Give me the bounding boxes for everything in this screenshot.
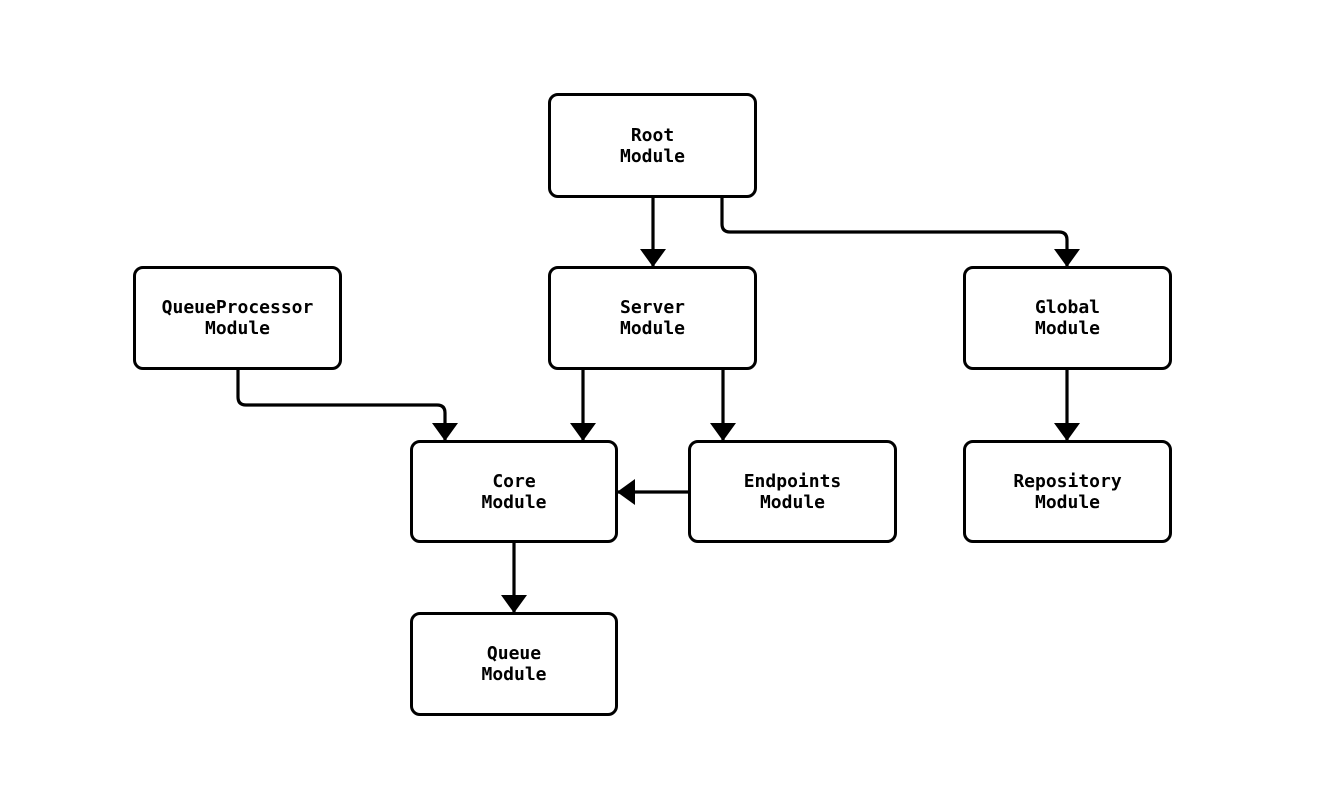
edge-root-to-global bbox=[720, 198, 1080, 267]
node-root-module-label: Root Module bbox=[619, 124, 686, 167]
node-endpoints-module: Endpoints Module bbox=[688, 440, 897, 543]
node-root-module: Root Module bbox=[548, 93, 757, 198]
node-queue-module: Queue Module bbox=[410, 612, 618, 716]
node-queue-module-label: Queue Module bbox=[481, 643, 547, 685]
node-server-module: Server Module bbox=[548, 266, 757, 370]
node-server-module-label: Server Module bbox=[619, 297, 686, 339]
node-core-module-label: Core Module bbox=[481, 470, 547, 513]
node-core-module: Core Module bbox=[410, 440, 618, 543]
node-global-module-label: Global Module bbox=[1034, 297, 1101, 339]
node-global-module: Global Module bbox=[963, 266, 1172, 370]
node-queueprocessor-module: QueueProcessor Module bbox=[133, 266, 342, 370]
node-repository-module: Repository Module bbox=[963, 440, 1172, 543]
node-endpoints-module-label: Endpoints Module bbox=[743, 470, 842, 513]
node-queueprocessor-module-label: QueueProcessor Module bbox=[161, 297, 314, 339]
node-repository-module-label: Repository Module bbox=[1013, 470, 1122, 513]
edge-queueprocessor-to-core bbox=[236, 370, 458, 441]
